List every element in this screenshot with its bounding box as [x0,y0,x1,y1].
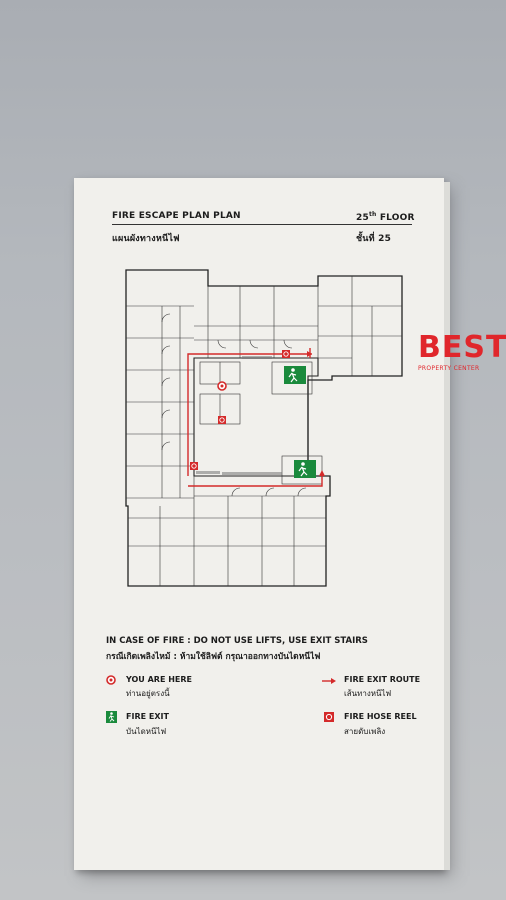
fire-hose-reel-thai: สายดับเพลิง [344,727,386,736]
fire-hose-reel-icon [190,462,198,470]
fire-escape-sign: FIRE ESCAPE PLAN PLAN 25th FLOOR แผนผังท… [74,178,450,870]
floor-en: 25th FLOOR [356,211,415,223]
exit-route-label: FIRE EXIT ROUTE [344,675,421,684]
floor-th: ชั้นที่ 25 [356,234,392,244]
watermark-brand: BEST [418,330,506,365]
fire-hose-reel-label: FIRE HOSE REEL [344,712,417,721]
watermark-logo: BEST PROPERTY CENTER [418,330,506,377]
fire-hose-reel-legend-icon [324,712,334,722]
fire-hose-reel-icon [282,350,290,358]
fire-exit-legend-icon [106,711,117,723]
title-th: แผนผังทางหนีไฟ [112,234,180,244]
fire-exit-thai: บันไดหนีไฟ [126,727,167,736]
exit-route-arrow-icon [322,678,336,684]
watermark-tagline: PROPERTY CENTER [418,365,480,372]
fire-exit-label: FIRE EXIT [126,712,169,721]
fire-exit-icon [294,460,316,478]
plan-outline [125,269,403,587]
exit-route-thai: เส้นทางหนีไฟ [344,689,392,698]
you-are-here-thai: ท่านอยู่ตรงนี้ [126,689,170,698]
you-are-here-icon [106,675,116,685]
sign-edge [444,182,450,870]
title-en: FIRE ESCAPE PLAN PLAN [112,211,241,221]
floor-plan [125,269,403,587]
fire-exit-icon [284,366,306,384]
you-are-here-label: YOU ARE HERE [126,675,192,684]
fire-hose-reel-icon [218,416,226,424]
notice-th: กรณีเกิดเพลิงไหม้ : ห้ามใช้ลิฟต์ กรุณาออ… [106,652,321,662]
you-are-here-marker [217,381,227,391]
header-rule [112,224,412,225]
notice-en: IN CASE OF FIRE : DO NOT USE LIFTS, USE … [106,636,368,646]
